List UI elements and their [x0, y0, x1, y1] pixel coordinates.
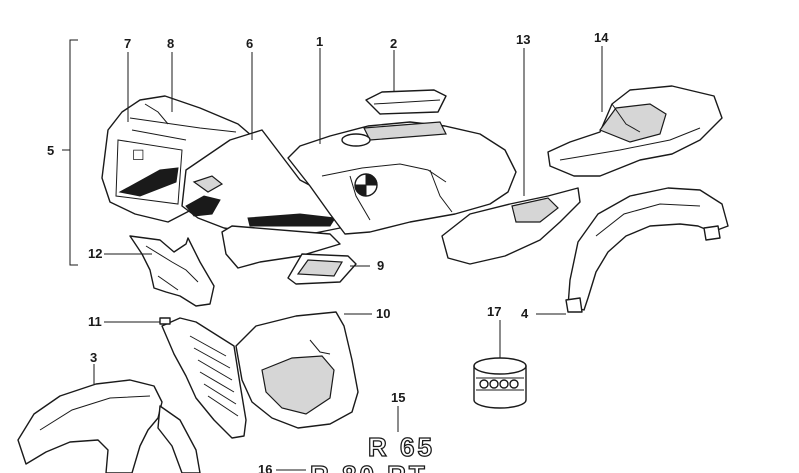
fairing-front-shell: ☐	[101, 95, 253, 223]
callout-7: 7	[124, 36, 131, 51]
air-filter	[473, 357, 527, 409]
callout-17: 17	[487, 304, 501, 319]
callout-6: 6	[246, 36, 253, 51]
callout-4: 4	[521, 306, 529, 321]
callout-12: 12	[88, 246, 102, 261]
callout-9: 9	[377, 258, 384, 273]
callout-11: 11	[88, 314, 102, 329]
inner-lining	[235, 311, 359, 429]
callout-10: 10	[376, 306, 390, 321]
callout-3: 3	[90, 350, 97, 365]
group-bracket-5	[62, 39, 78, 266]
louvered-panel	[159, 317, 247, 439]
callout-8: 8	[167, 36, 174, 51]
seat	[547, 85, 723, 177]
callout-1: 1	[316, 34, 323, 49]
model-badges: R 65 R 80 RT	[309, 431, 435, 473]
svg-text:☐: ☐	[132, 147, 145, 163]
air-duct	[287, 253, 357, 285]
callout-labels: 1 2 3 4 5 6 7 8 9 10 11 12 13 14 15 16 1…	[47, 30, 609, 473]
callout-13: 13	[516, 32, 530, 47]
fairing-side-panel	[181, 129, 343, 269]
callout-15: 15	[391, 390, 405, 405]
callout-2: 2	[390, 36, 397, 51]
front-mudguard	[17, 379, 201, 473]
callout-14: 14	[594, 30, 609, 45]
tank-cover-plate	[365, 89, 447, 115]
callout-16: 16	[258, 462, 272, 473]
badge-r80rt: R 80 RT	[310, 460, 428, 473]
mounting-bracket	[129, 235, 215, 307]
fuel-tank	[287, 121, 517, 235]
badge-r65: R 65	[368, 432, 435, 462]
callout-5: 5	[47, 143, 54, 158]
side-cover	[441, 187, 581, 265]
leader-lines	[93, 46, 603, 471]
rear-mudguard	[565, 187, 729, 313]
